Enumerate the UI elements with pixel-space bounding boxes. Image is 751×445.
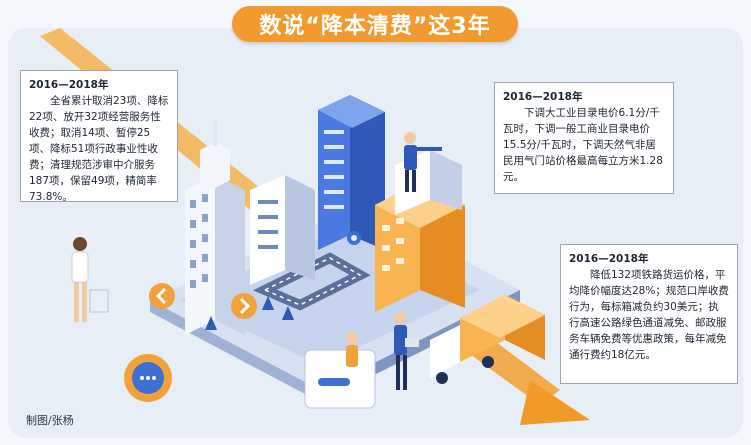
blue-building [318,95,385,250]
mid-building [250,175,315,285]
phone-card [304,332,376,409]
note-period: 2016—2018年 [569,253,649,265]
note-fees: 2016—2018年 全省累计取消23项、降标22项、放开32项经营服务性收费；… [20,70,178,203]
right-chevron-icon [231,293,257,319]
note-logistics: 2016—2018年 降低132项铁路货运价格，平均降价幅度达28%；规范口岸收… [560,244,738,384]
note-energy-prices: 2016—2018年 下调大工业目录电价6.1分/千瓦时，下调一般工商业目录电价… [494,82,674,194]
businessman-figure [404,132,442,192]
orange-building [375,182,465,312]
note-text: 下调大工业目录电价6.1分/千瓦时，下调一般工商业目录电价15.5分/千瓦时，下… [503,107,663,183]
note-period: 2016—2018年 [503,91,583,103]
note-text: 全省累计取消23项、降标22项、放开32项经营服务性收费；取消14项、暂停25项… [29,95,169,203]
chat-bubble-icon [124,354,172,402]
truck [430,295,545,384]
trees [205,296,294,330]
page-title: 数说“降本清费”这3年 [259,14,491,39]
shopper-figure [71,237,109,322]
note-period: 2016—2018年 [29,79,109,91]
note-text: 降低132项铁路货运价格，平均降价幅度达28%；规范口岸收费行为，每标箱减负约3… [569,269,729,361]
gear-icon [347,231,361,245]
credit-text: 制图/张杨 [26,414,74,427]
title-banner: 数说“降本清费”这3年 [232,6,518,42]
person-with-laptop [394,312,419,390]
left-chevron-icon [149,283,175,309]
